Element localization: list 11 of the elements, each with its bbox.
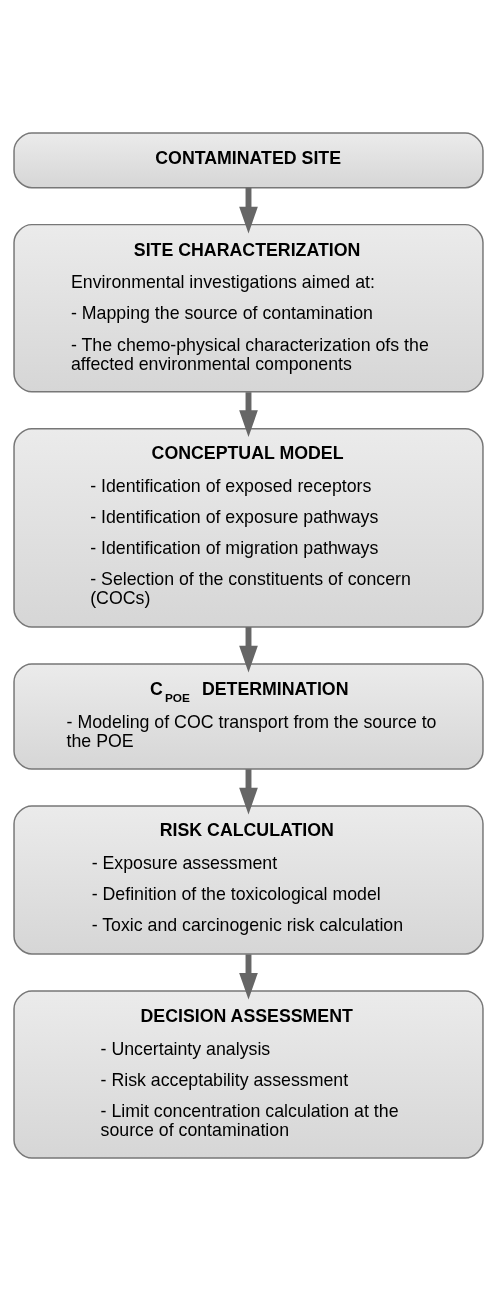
- arrow: [239, 187, 258, 234]
- arrow: [239, 392, 258, 438]
- node-box: CONTAMINATED SITE: [13, 132, 484, 189]
- arrow: [239, 769, 258, 815]
- arrow: [239, 954, 258, 1000]
- node-box: C$_{POE}$ DETERMINATION - Modeling of COC transport from the source to the POE: [13, 663, 484, 770]
- node-box: SITE CHARACTERIZATION Environmental investigations aimed at: - Mapping the source of contamination - The chemo-physical characterization ofs the affected environmental components: [13, 223, 484, 393]
- node-box: RISK CALCULATION - Exposure assessment - Definition of the toxicological model - Toxic and carcinogenic risk calculation: [13, 805, 484, 955]
- node-box: CONCEPTUAL MODEL - Identification of exposed receptors - Identification of exposure pathways - Identification of migration pathways - Selection of the constituents of concern (COCs): [13, 428, 484, 628]
- arrow: [239, 627, 258, 673]
- node-box: DECISION ASSESSMENT - Uncertainty analysis - Risk acceptability assessment - Limit concentration calculation at the source of contamination: [13, 990, 484, 1159]
